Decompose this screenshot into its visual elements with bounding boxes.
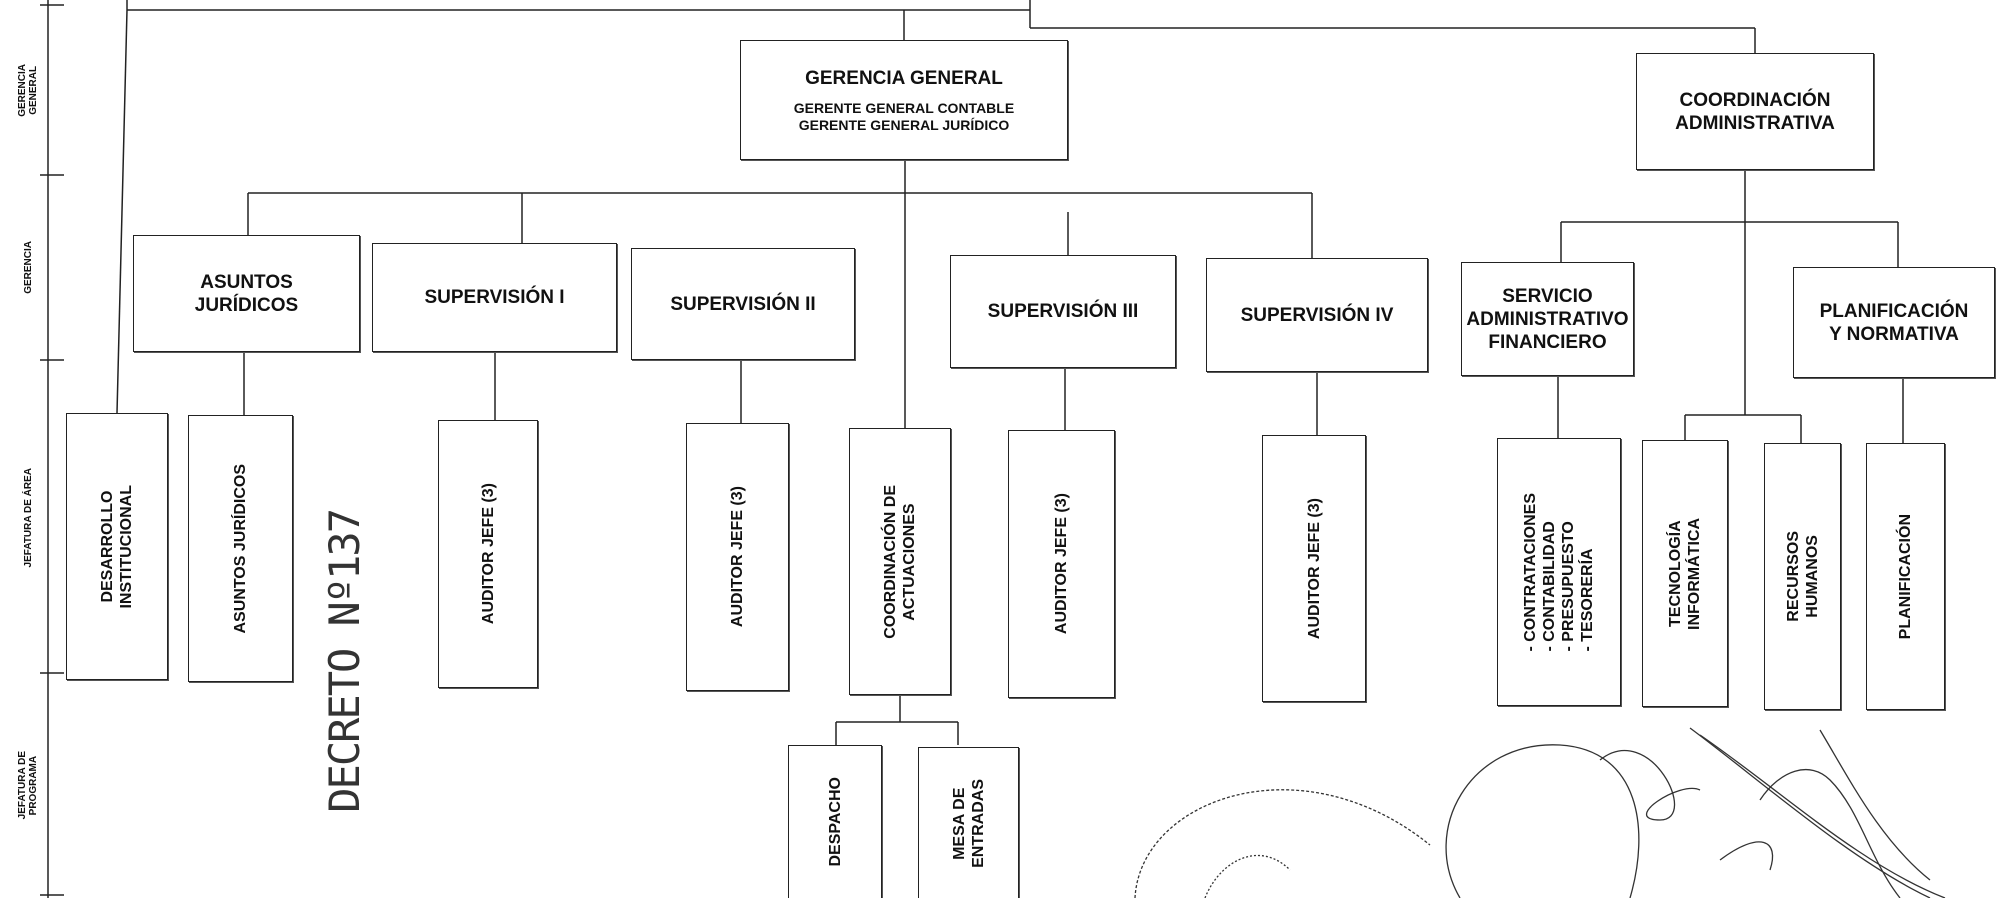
supervision-1-box: SUPERVISIÓN I — [372, 243, 617, 352]
auditor-jefe-1-box: AUDITOR JEFE (3) — [438, 420, 538, 688]
recursos-humanos-box: RECURSOS HUMANOS — [1764, 443, 1841, 710]
level-label-gerencia-general: GERENCIA GENERAL — [17, 63, 39, 117]
supervision-2-box: SUPERVISIÓN II — [631, 248, 855, 360]
supervision-3-box: SUPERVISIÓN III — [950, 255, 1176, 368]
level-label-gerencia: GERENCIA — [22, 241, 34, 294]
servicio-administrativo-financiero-box: SERVICIO ADMINISTRATIVO FINANCIERO — [1461, 262, 1634, 376]
asuntos-juridicos-box: ASUNTOS JURÍDICOS — [133, 235, 360, 352]
planificacion-normativa-box: PLANIFICACIÓN Y NORMATIVA — [1793, 267, 1995, 378]
auditor-jefe-2-box: AUDITOR JEFE (3) — [686, 423, 789, 691]
desarrollo-institucional-box: DESARROLLO INSTITUCIONAL — [66, 413, 168, 680]
supervision-4-box: SUPERVISIÓN IV — [1206, 258, 1428, 372]
administracion-financiera-areas-box: - CONTRATACIONES - CONTABILIDAD - PRESUP… — [1497, 438, 1621, 706]
level-label-jefatura-programa: JEFATURA DE PROGRAMA — [17, 750, 39, 820]
coordinacion-actuaciones-box: COORDINACIÓN DE ACTUACIONES — [849, 428, 951, 695]
auditor-jefe-4-box: AUDITOR JEFE (3) — [1262, 435, 1366, 702]
gerencia-general-box: GERENCIA GENERAL GERENTE GENERAL CONTABL… — [740, 40, 1068, 160]
mesa-entradas-box: MESA DE ENTRADAS — [918, 747, 1019, 898]
asuntos-juridicos-area-box: ASUNTOS JURÍDICOS — [188, 415, 293, 682]
gerencia-general-title: GERENCIA GENERAL — [805, 67, 1003, 89]
gerencia-general-subtitle: GERENTE GENERAL CONTABLE GERENTE GENERAL… — [793, 99, 1015, 133]
tecnologia-informatica-box: TECNOLOGÍA INFORMÁTICA — [1642, 440, 1728, 707]
despacho-box: DESPACHO — [788, 745, 882, 898]
coordinacion-administrativa-box: COORDINACIÓN ADMINISTRATIVA — [1636, 53, 1874, 170]
signature-seal-graphic — [1134, 727, 1946, 898]
planificacion-box: PLANIFICACIÓN — [1866, 443, 1945, 710]
auditor-jefe-3-box: AUDITOR JEFE (3) — [1008, 430, 1115, 698]
level-label-jefatura-area: JEFATURA DE ÁREA — [22, 467, 34, 568]
decreto-stamp: DECRETO Nº137 — [320, 510, 369, 813]
